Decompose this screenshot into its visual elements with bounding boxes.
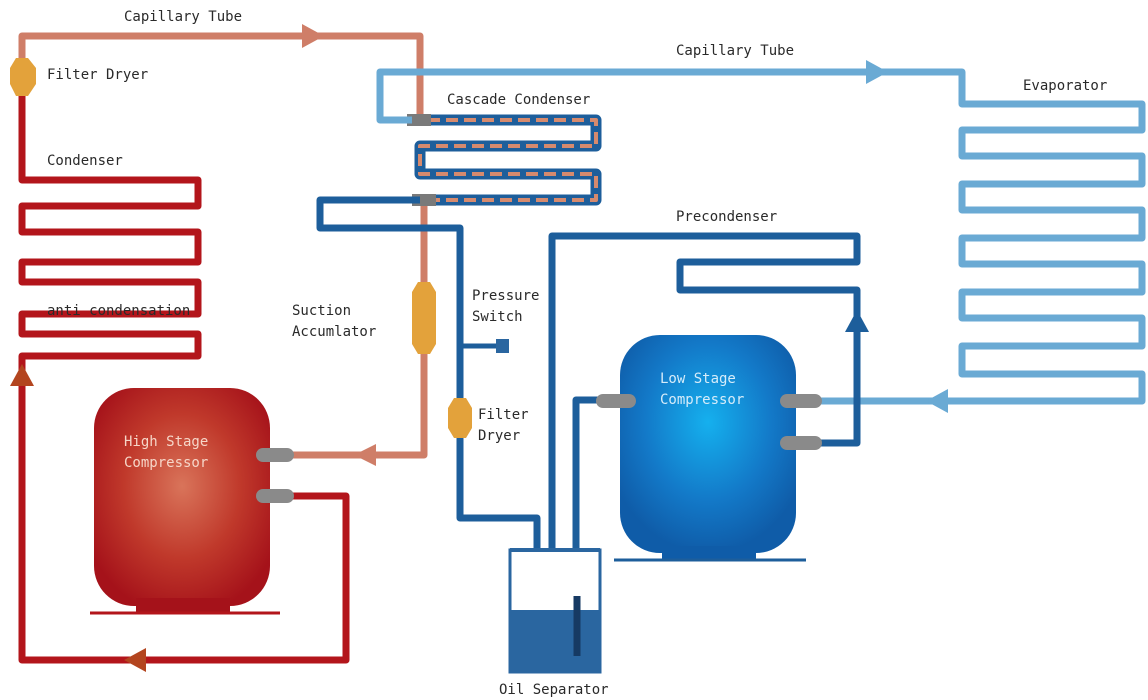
oil-return-line (572, 396, 600, 600)
flow-arrow-precondenser (845, 310, 869, 332)
flow-arrow-capillary-low (866, 60, 888, 84)
label-pressure-2: Switch (472, 309, 523, 325)
flow-arrow-bottom (124, 648, 146, 672)
low-oil-port (596, 394, 636, 408)
label-oil-separator: Oil Separator (499, 682, 609, 698)
cascade-coil-outer (410, 114, 602, 206)
label-suction-1: Suction (292, 303, 351, 319)
label-high-stage-2: Compressor (124, 455, 208, 471)
cascade-fitting-top (407, 114, 431, 126)
label-filter-dryer-high: Filter Dryer (47, 67, 148, 83)
oil-separator (508, 548, 602, 674)
label-cascade-condenser: Cascade Condenser (447, 92, 590, 108)
high-compressor-body (94, 388, 270, 606)
low-stage-loop (316, 60, 1146, 600)
flow-arrow-evap-return (926, 389, 948, 413)
low-liquid-line (316, 196, 541, 600)
label-anti-condensation: anti condensation (47, 303, 190, 319)
label-low-stage-2: Compressor (660, 392, 744, 408)
flow-arrow-top (302, 24, 324, 48)
label-suction-2: Accumlator (292, 324, 376, 340)
label-capillary-tube-low: Capillary Tube (676, 43, 794, 59)
high-suction-port (256, 448, 294, 462)
label-high-stage-1: High Stage (124, 434, 208, 450)
flow-arrow-suction (354, 444, 376, 466)
label-capillary-tube-high: Capillary Tube (124, 9, 242, 25)
low-discharge-port (780, 436, 822, 450)
low-compressor-body (620, 335, 796, 553)
flow-arrow-left-up (10, 364, 34, 386)
low-capillary-line (376, 68, 1146, 405)
label-evaporator: Evaporator (1023, 78, 1107, 94)
high-compressor-foot (136, 598, 230, 612)
cascade-coil-inner (410, 118, 598, 202)
cascade-condenser (407, 114, 602, 206)
pressure-switch-icon (496, 339, 509, 353)
label-precondenser: Precondenser (676, 209, 777, 225)
filter-dryer-low-icon (448, 398, 472, 438)
low-stage-compressor (596, 335, 822, 562)
label-condenser: Condenser (47, 153, 123, 169)
high-discharge-line (18, 88, 350, 664)
label-filter-2: Dryer (478, 428, 520, 444)
high-discharge-port (256, 489, 294, 503)
suction-accumulator-icon (412, 282, 436, 354)
precondenser-line (548, 232, 861, 600)
high-stage-compressor (90, 388, 294, 615)
filter-dryer-high-icon (10, 58, 36, 96)
low-compressor-foot (662, 546, 756, 560)
oil-level (510, 610, 600, 672)
label-low-stage-1: Low Stage (660, 371, 736, 387)
label-filter-1: Filter (478, 407, 529, 423)
low-suction-port (780, 394, 822, 408)
label-pressure-1: Pressure (472, 288, 539, 304)
